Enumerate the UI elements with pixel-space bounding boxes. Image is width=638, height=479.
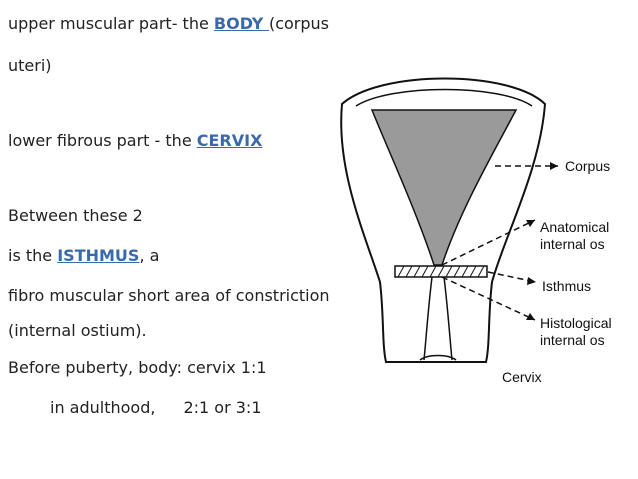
label-histological: Histological	[540, 315, 612, 331]
line-body-text-2: (corpus	[268, 14, 330, 33]
line-isthmus: is the ISTHMUS, a	[8, 246, 159, 266]
line-ostium: (internal ostium).	[8, 321, 147, 340]
line-isthmus-text-2: , a	[139, 246, 160, 265]
line-cervix-text: lower fibrous part - the	[8, 131, 197, 150]
cervix-os	[419, 354, 457, 361]
label-anatomical: Anatomical	[540, 219, 609, 235]
line-isthmus-text: is the	[8, 246, 58, 265]
line-adulthood: in adulthood, 2:1 or 3:1	[50, 398, 262, 418]
label-isthmus: Isthmus	[542, 278, 591, 294]
line-cervix: lower fibrous part - the CERVIX	[8, 131, 262, 151]
line-fibro: fibro muscular short area of constrictio…	[8, 286, 330, 305]
label-cervix: Cervix	[502, 369, 542, 385]
body-keyword: BODY	[213, 14, 269, 33]
isthmus-hatch	[397, 265, 485, 278]
adulthood-label: in adulthood,	[50, 398, 156, 417]
isthmus-keyword: ISTHMUS	[57, 246, 140, 265]
label-histological-os: internal os	[540, 332, 605, 348]
adulthood-ratio: 2:1 or 3:1	[183, 398, 262, 417]
label-corpus: Corpus	[565, 158, 610, 174]
uterus-diagram: Corpus Anatomical internal os Isthmus Hi…	[340, 77, 612, 385]
line-between: Between these 2	[8, 206, 143, 225]
cervix-keyword: CERVIX	[196, 131, 263, 150]
line-puberty: Before puberty, body: cervix 1:1	[8, 358, 267, 377]
fundus-line	[355, 88, 533, 107]
line-body: upper muscular part- the BODY (corpus	[8, 14, 329, 34]
anatomical-os-pointer	[441, 219, 536, 266]
line-body-text: upper muscular part- the	[8, 14, 214, 33]
label-anatomical-os: internal os	[540, 236, 605, 252]
line-uteri: uteri)	[8, 56, 52, 75]
histological-os-pointer	[441, 276, 536, 321]
cervical-canal	[423, 276, 453, 361]
